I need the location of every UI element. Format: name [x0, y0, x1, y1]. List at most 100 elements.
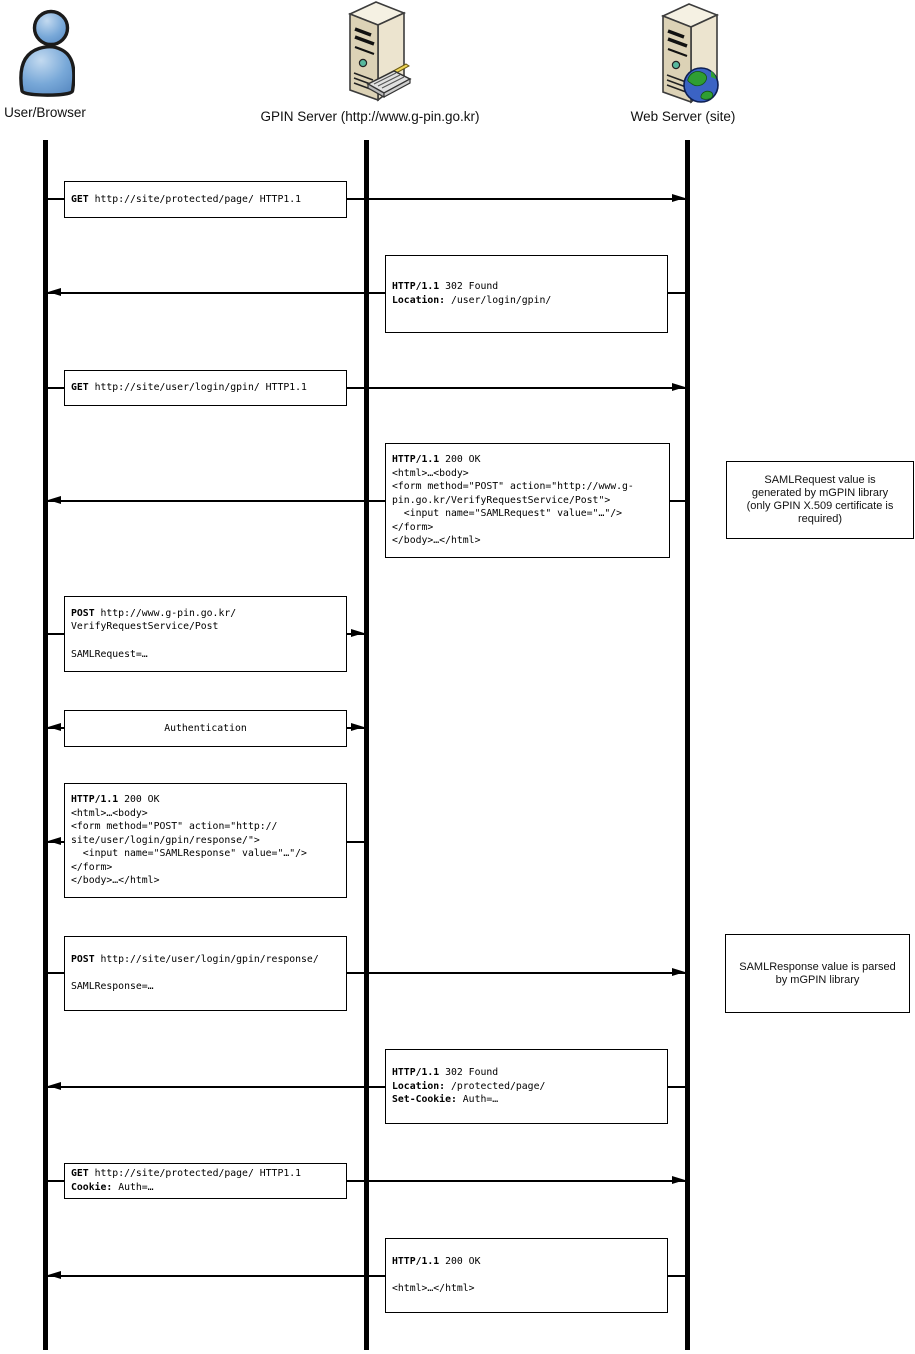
message-line: GET http://site/protected/page/ HTTP1.1: [71, 1167, 340, 1181]
msg-200-ok-html: HTTP/1.1 200 OK<html>…</html>: [385, 1238, 668, 1313]
message-text: SAMLRequest=…: [71, 648, 148, 660]
message-text: GET: [71, 382, 89, 394]
message-line: Authentication: [164, 722, 247, 736]
msg-post-verifyrequestservice-arrowhead-right: [351, 629, 364, 637]
msg-302-found-protected-page-arrow: [48, 1086, 685, 1088]
message-line: POST http://site/user/login/gpin/respons…: [71, 953, 340, 967]
message-line: </body>…</html>: [392, 534, 663, 548]
message-text: Auth=…: [112, 1182, 154, 1193]
msg-302-found-login-gpin-arrowhead-left: [48, 288, 61, 296]
message-text: <html>…<body>: [71, 807, 148, 819]
message-line: HTTP/1.1 200 OK: [392, 453, 663, 467]
message-text: Authentication: [164, 722, 247, 734]
message-text: GET: [71, 193, 89, 205]
msg-302-found-protected-page-arrowhead-left: [48, 1082, 61, 1090]
lifeline-gpin-server: [364, 140, 369, 1350]
message-line: </body>…</html>: [71, 874, 340, 888]
message-text: pin.go.kr/VerifyRequestService/Post">: [392, 494, 611, 506]
actor-gpin-server: GPIN Server (http://www.g-pin.go.kr): [220, 0, 520, 124]
msg-200-ok-html-arrow: [48, 1275, 685, 1277]
message-line: HTTP/1.1 302 Found: [392, 1066, 661, 1080]
message-line: VerifyRequestService/Post: [71, 620, 340, 634]
message-text: <form method="POST" action="http://: [71, 821, 278, 833]
message-text: </body>…</html>: [71, 875, 160, 887]
msg-authentication-arrowhead-right: [351, 723, 364, 731]
message-text: site/user/login/gpin/response/">: [71, 834, 260, 846]
message-text: Set-Cookie:: [392, 1094, 457, 1106]
message-text: </body>…</html>: [392, 535, 481, 547]
lifeline-web-server: [685, 140, 690, 1350]
msg-get-protected-page-cookie-arrow: [48, 1180, 685, 1182]
message-text: HTTP/1.1: [392, 1256, 440, 1268]
message-text: <form method="POST" action="http://www.g…: [392, 481, 634, 493]
message-line: [71, 634, 340, 648]
message-line: pin.go.kr/VerifyRequestService/Post">: [392, 494, 663, 508]
message-line: [392, 1269, 661, 1283]
message-line: [71, 967, 340, 981]
message-text: 302 Found: [439, 1067, 499, 1079]
message-line: <input name="SAMLRequest" value="…"/>: [392, 507, 663, 521]
message-text: 200 OK: [118, 793, 160, 805]
message-line: HTTP/1.1 200 OK: [392, 1255, 661, 1269]
msg-200-ok-samlresponse-form: HTTP/1.1 200 OK <html>…<body> <form method…: [64, 783, 347, 898]
message-line: SAMLRequest=…: [71, 648, 340, 662]
message-text: HTTP/1.1: [71, 793, 119, 805]
message-text: Cookie:: [71, 1182, 113, 1193]
message-text: HTTP/1.1: [392, 281, 440, 293]
message-text: GET: [71, 1168, 89, 1180]
msg-200-ok-samlrequest-form-arrowhead-left: [48, 496, 61, 504]
message-text: Auth=…: [456, 1094, 499, 1106]
msg-200-ok-html-arrowhead-left: [48, 1271, 61, 1279]
message-text: POST: [71, 607, 95, 619]
message-text: 302 Found: [439, 281, 499, 293]
msg-get-login-gpin-arrow: [48, 387, 685, 389]
message-text: VerifyRequestService/Post: [71, 621, 219, 633]
message-line: POST http://www.g-pin.go.kr/: [71, 607, 340, 621]
message-text: </form>: [392, 521, 434, 533]
msg-get-protected-page-arrowhead-right: [672, 194, 685, 202]
note-samlresponse: SAMLResponse value is parsed by mGPIN li…: [725, 934, 910, 1013]
actor-web-server-label: Web Server (site): [630, 109, 736, 124]
message-line: GET http://site/user/login/gpin/ HTTP1.1: [71, 381, 340, 395]
message-line: </form>: [71, 861, 340, 875]
message-text: 200 OK: [439, 1256, 481, 1268]
message-line: Location: /user/login/gpin/: [392, 294, 661, 308]
message-text: http://site/user/login/gpin/response/: [94, 954, 319, 966]
message-line: <form method="POST" action="http://www.g…: [392, 480, 663, 494]
msg-authentication: Authentication: [64, 710, 347, 747]
note-samlrequest: SAMLRequest value is generated by mGPIN …: [726, 461, 914, 539]
globe-icon: [683, 67, 719, 103]
message-text: /protected/page/: [445, 1080, 546, 1092]
message-text: 200 OK: [439, 453, 481, 465]
message-line: <html>…<body>: [392, 467, 663, 481]
message-text: http://site/user/login/gpin/ HTTP1.1: [88, 382, 307, 394]
message-text: SAMLResponse=…: [71, 981, 154, 993]
lifeline-user: [43, 140, 48, 1350]
message-text: Location:: [392, 1080, 446, 1092]
msg-get-protected-page-arrow: [48, 198, 685, 200]
message-text: HTTP/1.1: [392, 1067, 440, 1079]
message-line: <form method="POST" action="http://: [71, 820, 340, 834]
message-line: <html>…<body>: [71, 807, 340, 821]
msg-post-gpin-response-arrowhead-right: [672, 968, 685, 976]
message-line: Set-Cookie: Auth=…: [392, 1093, 661, 1107]
msg-get-login-gpin: GET http://site/user/login/gpin/ HTTP1.1: [64, 370, 347, 406]
msg-post-gpin-response-arrow: [48, 972, 685, 974]
message-line: <input name="SAMLResponse" value="…"/>: [71, 847, 340, 861]
note-samlresponse-text: SAMLResponse value is parsed by mGPIN li…: [739, 960, 896, 986]
message-text: http://site/protected/page/ HTTP1.1: [88, 193, 302, 205]
message-text: <input name="SAMLRequest" value="…"/>: [392, 508, 623, 520]
message-line: </form>: [392, 521, 663, 535]
msg-post-gpin-response: POST http://site/user/login/gpin/respons…: [64, 936, 347, 1011]
actor-web-server: Web Server (site): [533, 2, 833, 124]
msg-200-ok-samlresponse-form-arrowhead-left: [48, 837, 61, 845]
actor-gpin-server-label: GPIN Server (http://www.g-pin.go.kr): [260, 109, 480, 124]
server-globe-icon: [660, 3, 720, 104]
msg-200-ok-samlrequest-form-arrow: [48, 500, 685, 502]
actor-user: User/Browser: [0, 6, 195, 120]
note-samlrequest-text: SAMLRequest value is generated by mGPIN …: [746, 474, 894, 525]
